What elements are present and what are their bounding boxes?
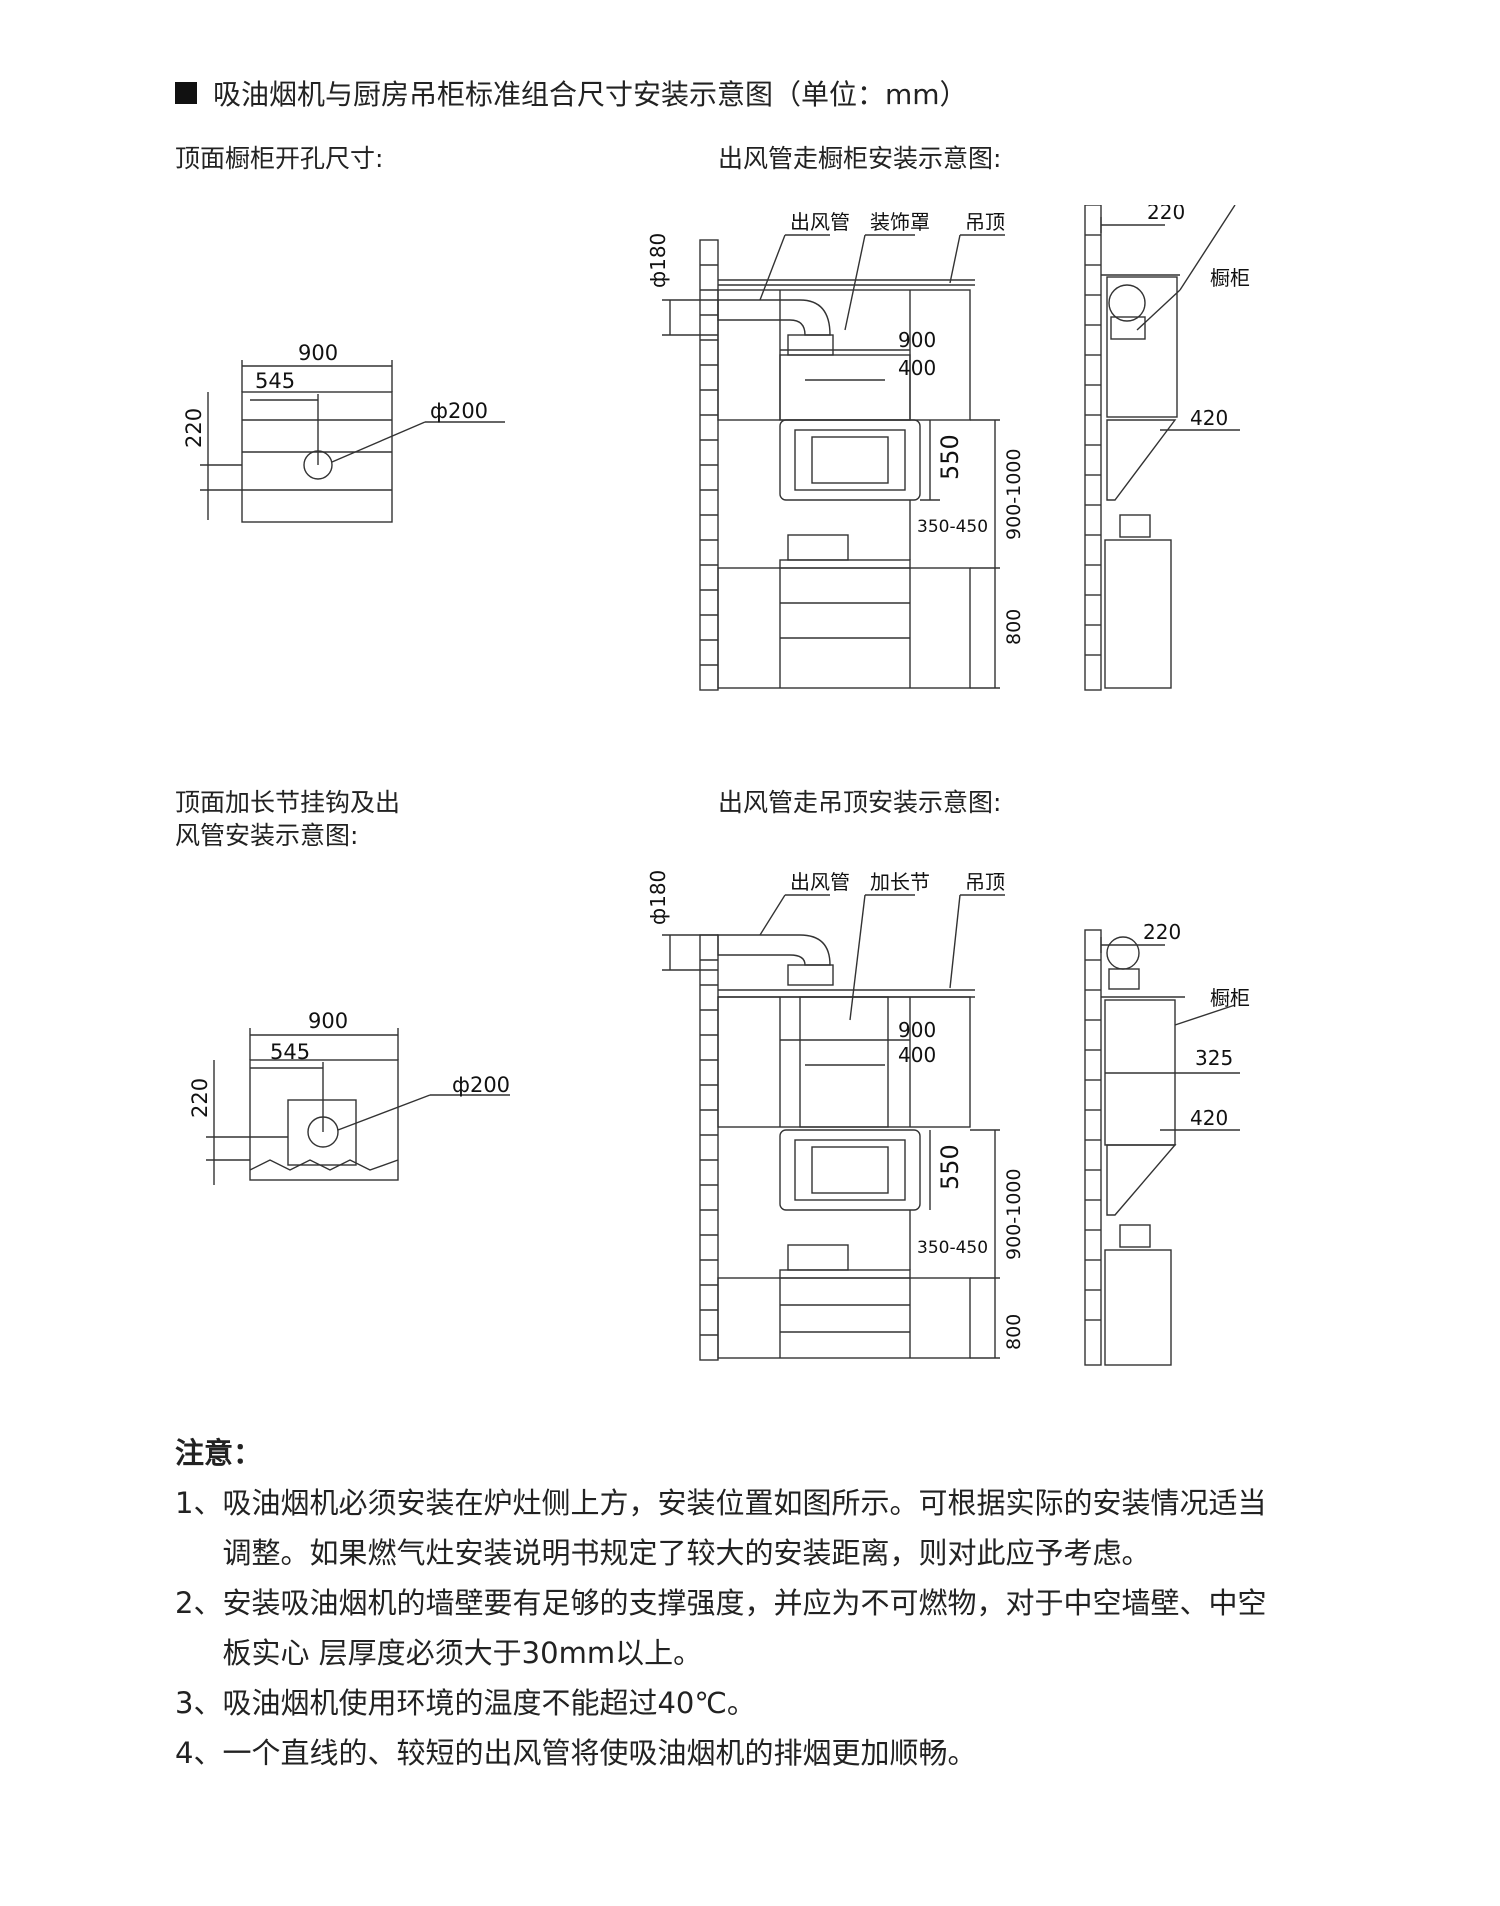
duct-cabinet-front-diagram: 出风管 装饰罩 吊顶 ф180 900 400 550 350-450 900-… xyxy=(646,210,1025,691)
note-number: 2、 xyxy=(175,1586,223,1620)
title-bullet-icon xyxy=(175,82,197,104)
note-text: 一个直线的、较短的出风管将使吸油烟机的排烟更加顺畅。 xyxy=(222,1736,977,1770)
range-hood-2 xyxy=(779,1129,921,1211)
extension-section xyxy=(799,996,889,1128)
side-depth-label: 220 xyxy=(1147,205,1185,224)
page-title: 吸油烟机与厨房吊柜标准组合尺寸安装示意图（单位：mm） xyxy=(175,73,968,113)
decorative-cover xyxy=(779,354,911,421)
note-number: 1、 xyxy=(175,1486,223,1520)
label-duct-2: 出风管 xyxy=(790,870,850,894)
cover-width-max-label-2: 900 xyxy=(898,1018,936,1042)
hood-height-label-2: 550 xyxy=(936,1144,964,1190)
duct-hose-2 xyxy=(717,934,831,966)
pot-icon xyxy=(787,534,849,561)
side-hood-depth-label-2: 420 xyxy=(1190,1106,1228,1130)
note-text: 吸油烟机必须安装在炉灶侧上方，安装位置如图所示。可根据实际的安装情况适当调整。如… xyxy=(222,1486,1267,1570)
section-label-duct-ceiling: 出风管走吊顶安装示意图: xyxy=(718,788,1002,817)
side-cabinet-label-2: 橱柜 xyxy=(1210,986,1250,1010)
hood-to-floor-label: 900-1000 xyxy=(1003,449,1025,540)
cabinet-top-outline xyxy=(241,391,393,523)
label-ceiling: 吊顶 xyxy=(965,210,1005,234)
hood-to-floor-label-2: 900-1000 xyxy=(1003,1169,1025,1260)
duct-ceiling-front-diagram: 出风管 加长节 吊顶 ф180 900 400 550 350-450 900-… xyxy=(646,870,1025,1361)
ext-diameter-label: ф200 xyxy=(452,1073,510,1097)
hole-diameter-label: ф200 xyxy=(430,399,488,423)
ext-depth-label: 220 xyxy=(188,1078,212,1118)
duct-diameter-label-2: ф180 xyxy=(646,870,670,925)
ext-offset-label: 545 xyxy=(270,1040,310,1064)
extension-top-outline xyxy=(249,1059,399,1181)
notes-section: 注意： 1、 吸油烟机必须安装在炉灶侧上方，安装位置如图所示。可根据实际的安装情… xyxy=(175,1428,1295,1778)
hole-width-label: 900 xyxy=(298,341,338,365)
hole-offset-label: 545 xyxy=(255,369,295,393)
cover-width-max-label: 900 xyxy=(898,328,936,352)
note-item: 3、 吸油烟机使用环境的温度不能超过40℃。 xyxy=(175,1678,1295,1728)
duct-ceiling-side-diagram: 220 橱柜 325 420 xyxy=(1084,920,1250,1366)
cover-width-min-label-2: 400 xyxy=(898,1043,936,1067)
duct-diameter-label: ф180 xyxy=(646,233,670,288)
section-label-cabinet-hole: 顶面橱柜开孔尺寸: xyxy=(175,144,384,173)
section-label-extension-line1: 顶面加长节挂钩及出 xyxy=(175,788,401,817)
label-cover: 装饰罩 xyxy=(870,210,930,234)
section-label-extension-line2: 风管安装示意图: xyxy=(175,821,359,850)
range-hood xyxy=(779,419,921,501)
counter-height-label-2: 800 xyxy=(1003,1314,1025,1350)
brick-wall-2 xyxy=(699,934,719,1361)
ext-width-label: 900 xyxy=(308,1009,348,1033)
side-cabinet-depth-label: 325 xyxy=(1195,1046,1233,1070)
cabinet-hole-diagram: 900 545 ф200 220 xyxy=(182,341,505,523)
side-hood-2 xyxy=(1106,1144,1177,1216)
note-item: 2、 安装吸油烟机的墙壁要有足够的支撑强度，并应为不可燃物，对于中空墙壁、中空板… xyxy=(175,1578,1295,1678)
cover-width-min-label: 400 xyxy=(898,356,936,380)
hole-depth-label: 220 xyxy=(182,408,206,448)
hood-to-stove-label: 350-450 xyxy=(917,517,988,537)
duct-hose xyxy=(717,299,831,336)
side-hood-depth-label: 420 xyxy=(1190,406,1228,430)
page-title-text: 吸油烟机与厨房吊柜标准组合尺寸安装示意图（单位：mm） xyxy=(213,78,968,111)
hood-height-label: 550 xyxy=(936,434,964,480)
notes-title: 注意： xyxy=(175,1436,263,1470)
hood-to-stove-label-2: 350-450 xyxy=(917,1238,988,1258)
section-label-duct-cabinet: 出风管走橱柜安装示意图: xyxy=(718,144,1002,173)
note-number: 3、 xyxy=(175,1686,223,1720)
note-item: 1、 吸油烟机必须安装在炉灶侧上方，安装位置如图所示。可根据实际的安装情况适当调… xyxy=(175,1478,1295,1578)
extension-hole-diagram: 900 545 ф200 220 xyxy=(188,1009,510,1185)
label-extension: 加长节 xyxy=(870,870,930,894)
side-brick-wall-2 xyxy=(1084,929,1102,1366)
label-ceiling-2: 吊顶 xyxy=(965,870,1005,894)
side-hood xyxy=(1106,419,1177,501)
note-item: 4、 一个直线的、较短的出风管将使吸油烟机的排烟更加顺畅。 xyxy=(175,1728,1295,1778)
label-duct: 出风管 xyxy=(790,210,850,234)
side-cabinet-label: 橱柜 xyxy=(1210,266,1250,290)
counter-height-label: 800 xyxy=(1003,609,1025,645)
note-text: 安装吸油烟机的墙壁要有足够的支撑强度，并应为不可燃物，对于中空墙壁、中空板实心 … xyxy=(222,1586,1267,1670)
side-depth-label-2: 220 xyxy=(1143,920,1181,944)
duct-cabinet-side-diagram: 220 橱柜 420 xyxy=(1084,205,1250,691)
side-brick-wall xyxy=(1084,205,1102,691)
note-number: 4、 xyxy=(175,1736,223,1770)
note-text: 吸油烟机使用环境的温度不能超过40℃。 xyxy=(222,1686,756,1720)
pot-icon-2 xyxy=(787,1244,849,1271)
